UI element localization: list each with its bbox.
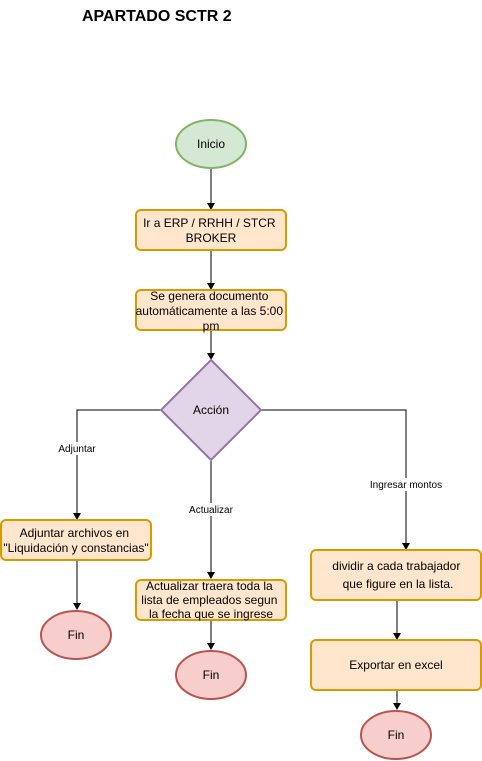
arrowhead xyxy=(393,633,401,640)
process-ir-erp-label: Ir a ERP / RRHH / STCR BROKER xyxy=(143,216,279,245)
edge-label-ingresar-montos-text: Ingresar montos xyxy=(370,480,442,491)
end-ellipse xyxy=(360,710,432,760)
end-node-label: Fin xyxy=(68,628,85,642)
process-ir-erp-box xyxy=(135,209,287,251)
start-node-label: Inicio xyxy=(197,137,225,151)
edge-label-actualizar-text: Actualizar xyxy=(189,505,234,516)
process-exportar[interactable]: Exportar en excel xyxy=(310,639,482,691)
process-exportar-label: Exportar en excel xyxy=(349,658,442,672)
process-adjuntar-archivos-box xyxy=(0,519,152,561)
edge-accion-to-adjuntar xyxy=(76,409,161,514)
process-actualizar-box xyxy=(135,579,287,621)
end-node-adjuntar[interactable]: Fin xyxy=(40,610,112,660)
end-node-actualizar[interactable]: Fin xyxy=(175,650,247,700)
edge-label-ingresar-montos: Ingresar montos xyxy=(365,478,447,491)
process-adjuntar-archivos-label: Adjuntar archivos en "Liquidación y cons… xyxy=(3,526,148,555)
decision-accion-label: Acción xyxy=(193,403,229,417)
end-node-label: Fin xyxy=(388,728,405,742)
process-exportar-box xyxy=(310,639,482,691)
decision-accion[interactable]: Acción xyxy=(159,358,263,462)
process-genera-documento[interactable]: Se genera documento automáticamente a la… xyxy=(135,289,287,333)
arrowhead xyxy=(207,353,215,360)
arrowhead xyxy=(73,603,81,610)
end-node-label: Fin xyxy=(203,668,220,682)
arrowhead xyxy=(207,203,215,210)
arrowhead xyxy=(73,513,81,520)
process-dividir-box xyxy=(310,549,482,601)
process-genera-documento-box xyxy=(135,289,287,331)
edge-label-adjuntar-text: Adjuntar xyxy=(58,444,96,455)
diagram-title: APARTADO SCTR 2 xyxy=(82,8,232,25)
arrowhead xyxy=(207,572,215,579)
decision-accion-diamond xyxy=(159,358,263,462)
process-adjuntar-archivos[interactable]: Adjuntar archivos en "Liquidación y cons… xyxy=(0,519,152,561)
process-actualizar[interactable]: Actualizar traera toda la lista de emple… xyxy=(135,579,287,621)
edges xyxy=(73,169,410,710)
arrowhead xyxy=(207,283,215,290)
edge-label-actualizar: Actualizar xyxy=(188,503,234,516)
start-node[interactable]: Inicio xyxy=(175,119,247,169)
process-genera-documento-label: Se genera documento automáticamente a la… xyxy=(136,289,287,333)
edge-label-adjuntar: Adjuntar xyxy=(54,442,100,455)
arrowhead xyxy=(393,703,401,710)
process-dividir[interactable]: dividir a cada trabajador que figure en … xyxy=(310,549,482,601)
end-node-exportar[interactable]: Fin xyxy=(360,710,432,760)
edge-accion-to-dividir xyxy=(261,409,407,544)
process-actualizar-label: Actualizar traera toda la lista de emple… xyxy=(141,579,280,621)
process-ir-erp[interactable]: Ir a ERP / RRHH / STCR BROKER xyxy=(135,209,287,251)
end-ellipse xyxy=(175,650,247,700)
start-ellipse xyxy=(175,119,247,169)
arrowhead xyxy=(402,543,410,550)
arrowhead xyxy=(207,643,215,650)
process-dividir-label: dividir a cada trabajador que figure en … xyxy=(332,559,463,591)
end-ellipse xyxy=(40,610,112,660)
